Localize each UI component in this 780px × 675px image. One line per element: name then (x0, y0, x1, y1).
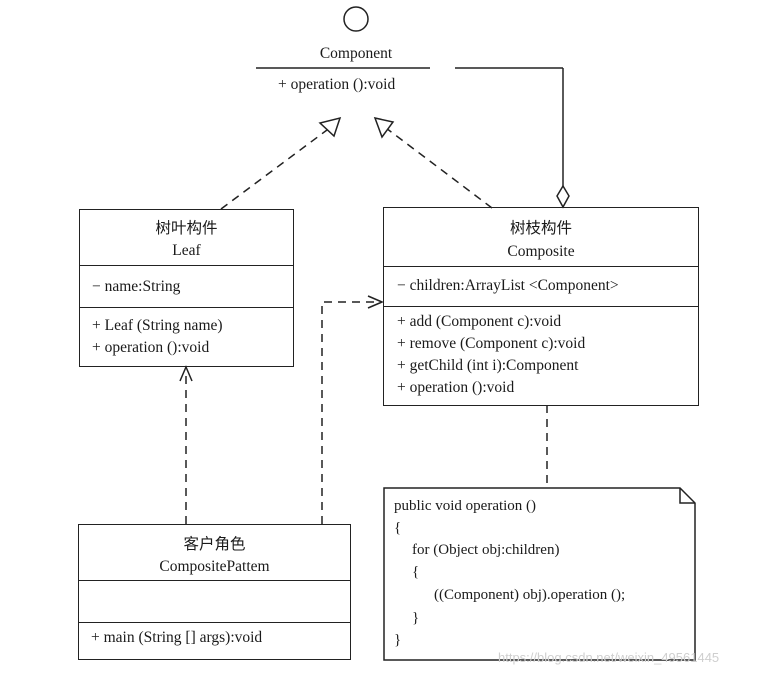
leaf-name-compartment: 树叶构件 Leaf (80, 210, 293, 266)
note-line: for (Object obj:children) (412, 542, 560, 558)
client-leaf-arrowhead-icon (179, 365, 193, 382)
leaf-class-box: 树叶构件 Leaf − name:String + Leaf (String n… (79, 209, 294, 367)
interface-circle-icon (343, 6, 369, 32)
note-line: { (412, 564, 420, 580)
client-name-compartment: 客户角色 CompositePattem (79, 525, 350, 581)
note-fold (679, 488, 695, 504)
client-operation: + main (String [] args):void (91, 629, 263, 646)
leaf-realization-arrowhead-icon (318, 116, 342, 138)
leaf-realization-line (220, 129, 328, 210)
note-line: public void operation () (394, 498, 537, 514)
note-line: } (394, 632, 402, 648)
composite-operation: + operation ():void (397, 379, 515, 396)
client-operation-compartment: + main (String [] args):void (79, 623, 350, 659)
note-shape (383, 487, 696, 661)
composite-name: Composite (507, 243, 575, 260)
client-composite-dependency-line (321, 301, 375, 524)
composite-operation: + add (Component c):void (397, 313, 562, 330)
client-attribute-compartment (79, 581, 350, 623)
composite-attribute-compartment: − children:ArrayList <Component> (384, 267, 698, 307)
leaf-name: Leaf (172, 242, 201, 259)
composite-attribute: − children:ArrayList <Component> (397, 277, 619, 294)
client-name-cn: 客户角色 (183, 536, 246, 553)
composite-realization-arrowhead-icon (373, 116, 395, 139)
composite-class-box: 树枝构件 Composite − children:ArrayList <Com… (383, 207, 699, 406)
composite-operation: + remove (Component c):void (397, 335, 586, 352)
aggregation-diamond-icon (556, 184, 570, 209)
note-line: } (412, 610, 420, 626)
client-composite-arrowhead-icon (367, 295, 384, 309)
client-name: CompositePattem (159, 558, 270, 575)
note-line: ((Component) obj).operation (); (434, 587, 626, 603)
composite-operation: + getChild (int i):Component (397, 357, 579, 374)
note-line: { (394, 520, 402, 536)
leaf-operation: + operation ():void (92, 339, 210, 356)
component-name: Component (319, 45, 393, 62)
leaf-operation: + Leaf (String name) (92, 317, 223, 334)
composite-name-compartment: 树枝构件 Composite (384, 208, 698, 267)
watermark: https://blog.csdn.net/weixin_49561445 (498, 650, 720, 665)
leaf-attribute-compartment: − name:String (80, 266, 293, 308)
composite-operation-compartment: + add (Component c):void + remove (Compo… (384, 307, 698, 405)
client-class-box: 客户角色 CompositePattem + main (String [] a… (78, 524, 351, 660)
composite-name-cn: 树枝构件 (509, 220, 572, 237)
component-operation: + operation ():void (278, 76, 396, 93)
leaf-name-cn: 树叶构件 (155, 220, 218, 237)
composite-realization-line (385, 127, 493, 209)
leaf-attribute: − name:String (92, 278, 181, 295)
leaf-operation-compartment: + Leaf (String name) + operation ():void (80, 308, 293, 366)
